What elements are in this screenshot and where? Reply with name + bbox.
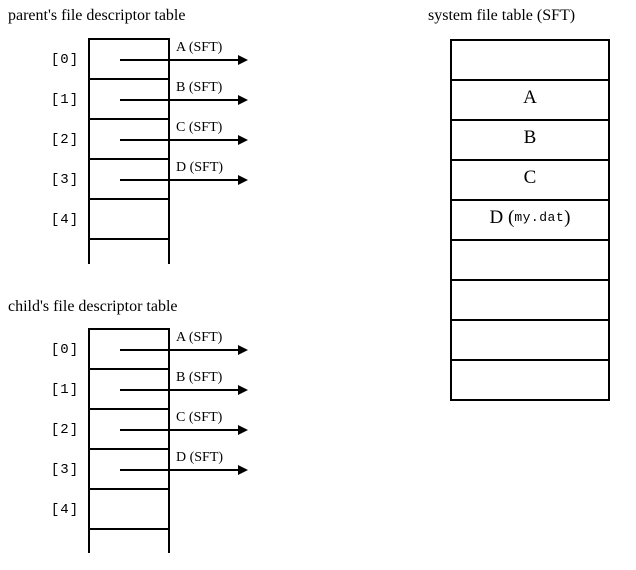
child-pointer-arrowhead-1: [238, 385, 248, 395]
child-index-4: [4]: [50, 502, 80, 518]
parent-index-3: [3]: [50, 172, 80, 188]
parent-pointer-label-3: D (SFT): [176, 160, 224, 175]
sft-row-6: [452, 281, 608, 321]
child-pointer-label-2: C (SFT): [176, 410, 223, 425]
table-row: [90, 200, 168, 240]
child-file-descriptor-table: [88, 328, 170, 553]
table-row: [90, 330, 168, 370]
child-pointer-label-0: A (SFT): [176, 330, 223, 345]
child-index-1: [1]: [50, 382, 80, 398]
child-index-0: [0]: [50, 342, 80, 358]
sft-row-8: [452, 361, 608, 401]
parent-pointer-arrowhead-1: [238, 95, 248, 105]
sft-entry-label: A: [523, 87, 537, 108]
sft-row-5: [452, 241, 608, 281]
table-row: [90, 450, 168, 490]
parent-pointer-label-2: C (SFT): [176, 120, 223, 135]
parent-pointer-arrowhead-0: [238, 55, 248, 65]
system-file-table: A B C D (my.dat): [450, 39, 610, 401]
parent-index-0: [0]: [50, 52, 80, 68]
parent-pointer-label-1: B (SFT): [176, 80, 223, 95]
parent-pointer-label-0: A (SFT): [176, 40, 223, 55]
sft-row-4: D (my.dat): [452, 201, 608, 241]
system-file-table-title: system file table (SFT): [428, 7, 576, 24]
table-row: [90, 370, 168, 410]
parent-index-2: [2]: [50, 132, 80, 148]
child-pointer-arrowhead-3: [238, 465, 248, 475]
sft-entry-filename: my.dat: [514, 210, 565, 225]
parent-table-title: parent's file descriptor table: [8, 7, 186, 24]
child-index-2: [2]: [50, 422, 80, 438]
sft-entry-label: C: [523, 167, 537, 188]
parent-pointer-arrowhead-3: [238, 175, 248, 185]
table-row: [90, 40, 168, 80]
child-pointer-label-3: D (SFT): [176, 450, 224, 465]
sft-row-0: [452, 41, 608, 81]
child-pointer-label-1: B (SFT): [176, 370, 223, 385]
table-row: [90, 530, 168, 570]
parent-file-descriptor-table: [88, 38, 170, 264]
table-row: [90, 240, 168, 280]
child-table-title: child's file descriptor table: [8, 298, 178, 315]
sft-row-7: [452, 321, 608, 361]
table-row: [90, 490, 168, 530]
sft-entry-label: B: [523, 127, 537, 148]
parent-index-1: [1]: [50, 92, 80, 108]
child-pointer-arrowhead-2: [238, 425, 248, 435]
sft-entry-label-suffix: ): [564, 207, 571, 228]
child-pointer-arrowhead-0: [238, 345, 248, 355]
table-row: [90, 80, 168, 120]
table-row: [90, 410, 168, 450]
parent-pointer-arrowhead-2: [238, 135, 248, 145]
sft-row-1: A: [452, 81, 608, 121]
sft-row-2: B: [452, 121, 608, 161]
table-row: [90, 120, 168, 160]
sft-entry-label-prefix: D (: [489, 207, 515, 228]
sft-row-3: C: [452, 161, 608, 201]
table-row: [90, 160, 168, 200]
child-index-3: [3]: [50, 462, 80, 478]
parent-index-4: [4]: [50, 212, 80, 228]
